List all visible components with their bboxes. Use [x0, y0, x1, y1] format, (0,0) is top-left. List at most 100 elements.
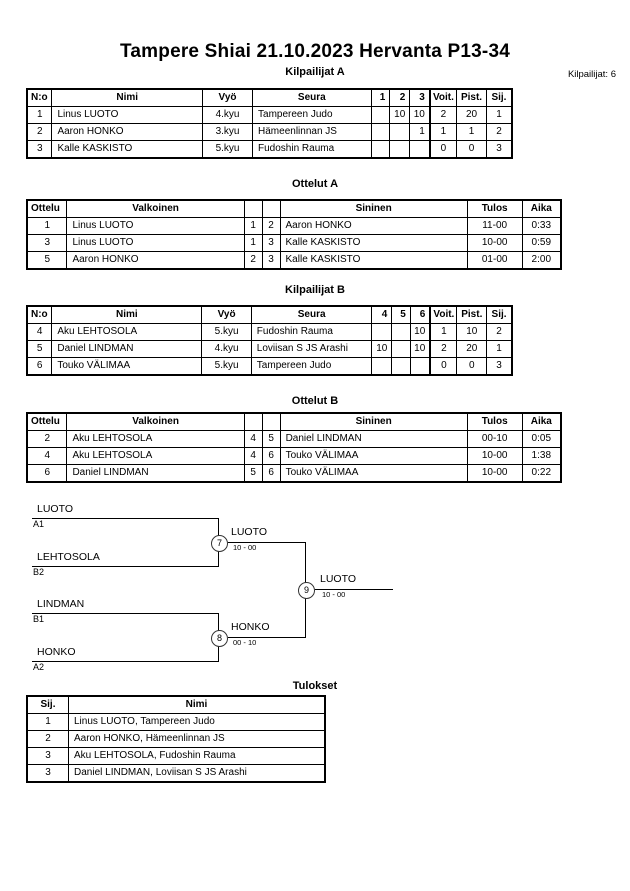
- matches-b-table: Ottelu Valkoinen Sininen Tulos Aika 2 Ak…: [26, 412, 562, 483]
- table-row: 3 Daniel LINDMAN, Loviisan S JS Arashi: [26, 764, 326, 783]
- col-no: N:o: [26, 88, 53, 107]
- cell-club: Tampereen Judo: [252, 106, 372, 124]
- cell-score-3: 10: [409, 106, 431, 124]
- col-score-3: 3: [409, 88, 431, 107]
- cell-score-5: [391, 357, 411, 376]
- pool-a-table: N:o Nimi Vyö Seura 1 2 3 Voit. Pist. Sij…: [26, 88, 513, 159]
- cell-time: 1:38: [521, 447, 562, 465]
- col-name: Nimi: [68, 695, 326, 714]
- bracket-entry-seed-4: A2: [33, 662, 45, 672]
- cell-score-6: [409, 357, 431, 376]
- cell-club: Fudoshin Rauma: [250, 323, 373, 341]
- bracket-match-number-7: 7: [211, 535, 228, 552]
- cell-blue: Kalle KASKISTO: [279, 251, 468, 270]
- pool-a-heading: Kilpailijat A: [285, 66, 345, 78]
- cell-score-1: [370, 106, 391, 124]
- cell-rank: 1: [485, 106, 513, 124]
- pool-b-table: N:o Nimi Vyö Seura 4 5 6 Voit. Pist. Sij…: [26, 305, 513, 376]
- cell-club: Tampereen Judo: [250, 357, 373, 376]
- col-blue-no: [261, 412, 281, 431]
- cell-blue: Aaron HONKO: [279, 217, 468, 235]
- cell-white: Aku LEHTOSOLA: [66, 430, 245, 448]
- cell-club: Hämeenlinnan JS: [252, 123, 372, 141]
- bracket-entry-seed-2: B2: [33, 567, 45, 577]
- cell-blue-no: 3: [261, 234, 281, 252]
- table-row: 1 Linus LUOTO 1 2 Aaron HONKO 11-00 0:33: [26, 217, 562, 235]
- cell-score-6: 10: [409, 340, 431, 358]
- col-blue: Sininen: [279, 199, 468, 218]
- cell-belt: 4.kyu: [202, 106, 254, 124]
- col-blue: Sininen: [279, 412, 468, 431]
- cell-rank: 2: [26, 730, 69, 748]
- cell-score-3: [409, 140, 431, 159]
- bracket-match-number-9: 9: [298, 582, 315, 599]
- cell-name: Aku LEHTOSOLA, Fudoshin Rauma: [68, 747, 326, 765]
- col-white: Valkoinen: [66, 412, 245, 431]
- col-white: Valkoinen: [66, 199, 245, 218]
- table-row: 6 Daniel LINDMAN 5 6 Touko VÄLIMAA 10-00…: [26, 464, 562, 483]
- cell-no: 4: [26, 323, 53, 341]
- col-club: Seura: [250, 305, 373, 324]
- cell-score-1: [370, 123, 391, 141]
- bracket-entry-name-1: LUOTO: [37, 503, 73, 515]
- table-row: 4 Aku LEHTOSOLA 4 6 Touko VÄLIMAA 10-00 …: [26, 447, 562, 465]
- bracket-final-score: 10 - 00: [322, 590, 346, 599]
- table-row: 1 Linus LUOTO 4.kyu Tampereen Judo 10 10…: [26, 106, 513, 124]
- cell-white-no: 1: [243, 217, 263, 235]
- cell-no: 1: [26, 106, 53, 124]
- cell-score-2: 10: [389, 106, 411, 124]
- cell-score-5: [391, 323, 411, 341]
- cell-match: 1: [26, 217, 68, 235]
- cell-belt: 5.kyu: [201, 357, 252, 376]
- cell-white: Aku LEHTOSOLA: [66, 447, 245, 465]
- table-row: 2 Aaron HONKO 3.kyu Hämeenlinnan JS 1 1 …: [26, 123, 513, 141]
- cell-result: 01-00: [466, 251, 523, 270]
- cell-blue: Touko VÄLIMAA: [279, 447, 468, 465]
- col-name: Nimi: [51, 305, 203, 324]
- cell-white-no: 2: [243, 251, 263, 270]
- cell-wins: 1: [429, 323, 458, 341]
- cell-wins: 0: [429, 357, 458, 376]
- bracket-entry-seed-1: A1: [33, 519, 45, 529]
- cell-belt: 3.kyu: [202, 123, 254, 141]
- table-row: 1 Linus LUOTO, Tampereen Judo: [26, 713, 326, 731]
- cell-belt: 5.kyu: [201, 323, 252, 341]
- cell-blue: Touko VÄLIMAA: [279, 464, 468, 483]
- col-points: Pist.: [456, 305, 488, 324]
- cell-white-no: 4: [243, 447, 263, 465]
- cell-no: 5: [26, 340, 53, 358]
- cell-belt: 4.kyu: [201, 340, 252, 358]
- cell-wins: 2: [428, 106, 458, 124]
- cell-result: 00-10: [466, 430, 523, 448]
- bracket-entry-name-3: LINDMAN: [37, 598, 85, 610]
- bracket-sf1-winner: LUOTO: [231, 526, 267, 538]
- cell-blue: Daniel LINDMAN: [279, 430, 468, 448]
- cell-wins: 2: [429, 340, 458, 358]
- bracket-sf1-score: 10 - 00: [233, 543, 257, 552]
- matches-b-heading: Ottelut B: [291, 395, 339, 407]
- bracket-entry-name-4: HONKO: [37, 646, 76, 658]
- cell-white: Daniel LINDMAN: [66, 464, 245, 483]
- cell-name: Linus LUOTO, Tampereen Judo: [68, 713, 326, 731]
- table-header-row: Ottelu Valkoinen Sininen Tulos Aika: [26, 412, 562, 431]
- results-heading: Tulokset: [292, 680, 338, 692]
- table-row: 3 Linus LUOTO 1 3 Kalle KASKISTO 10-00 0…: [26, 234, 562, 252]
- cell-rank: 2: [486, 323, 513, 341]
- table-row: 2 Aku LEHTOSOLA 4 5 Daniel LINDMAN 00-10…: [26, 430, 562, 448]
- cell-points: 0: [456, 357, 488, 376]
- table-row: 4 Aku LEHTOSOLA 5.kyu Fudoshin Rauma 10 …: [26, 323, 513, 341]
- cell-rank: 3: [486, 357, 513, 376]
- cell-time: 0:33: [521, 217, 562, 235]
- col-score-5: 5: [391, 305, 411, 324]
- cell-time: 0:05: [521, 430, 562, 448]
- col-blue-no: [261, 199, 281, 218]
- col-match: Ottelu: [26, 412, 68, 431]
- col-time: Aika: [521, 412, 562, 431]
- col-no: N:o: [26, 305, 53, 324]
- cell-white-no: 4: [243, 430, 263, 448]
- entrant-count-label: Kilpailijat: 6: [567, 69, 616, 80]
- cell-wins: 1: [428, 123, 458, 141]
- col-rank: Sij.: [485, 88, 513, 107]
- col-white-no: [243, 412, 263, 431]
- col-result: Tulos: [466, 412, 523, 431]
